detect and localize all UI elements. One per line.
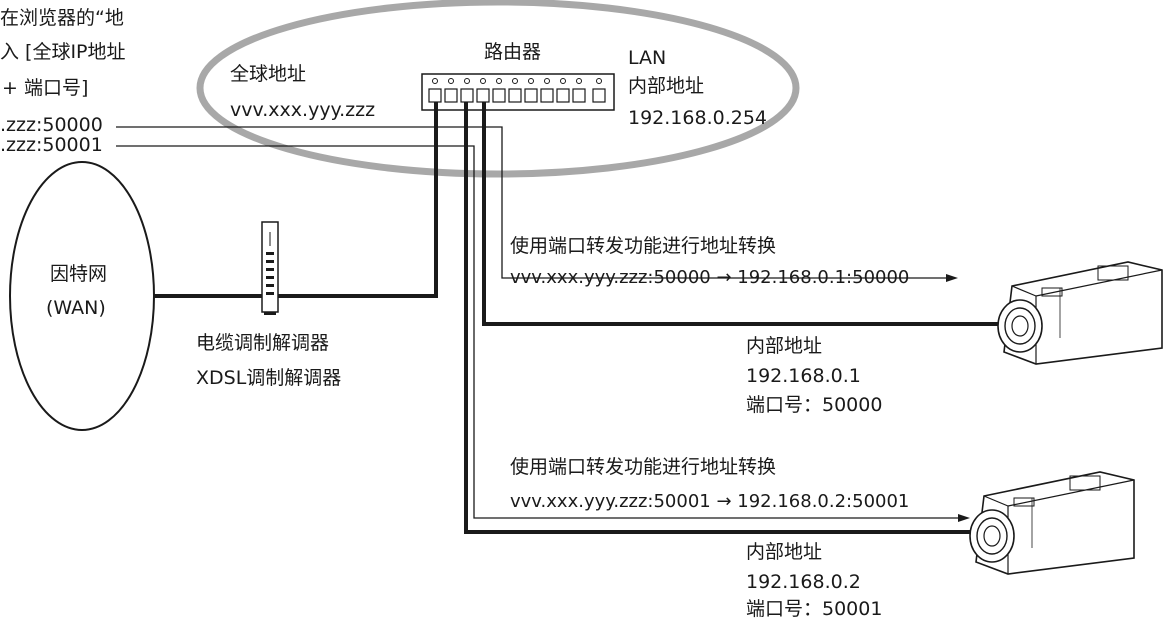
port-a-arrow: [946, 274, 958, 282]
camera2-ip: 192.168.0.2: [746, 570, 861, 594]
camera2-label: 内部地址: [746, 540, 822, 564]
camera1-port: 端口号：50000: [746, 393, 882, 417]
camera2-icon: [970, 472, 1134, 574]
camera1-label: 内部地址: [746, 334, 822, 358]
global-address-label: 全球地址: [230, 62, 306, 86]
intro-line-3: + 端口号]: [2, 76, 88, 100]
lan-internal-label: 内部地址: [628, 74, 704, 98]
lan-label: LAN: [628, 46, 666, 70]
router-title: 路由器: [484, 40, 541, 64]
camera2-port: 端口号：50001: [746, 597, 882, 621]
forward2-mapping: vvv.xxx.yyy.zzz:50001 → 192.168.0.2:5000…: [510, 490, 909, 514]
router-device: [422, 74, 614, 110]
internet-sublabel: (WAN): [46, 296, 106, 320]
camera1-icon: [998, 262, 1162, 364]
forward2-title: 使用端口转发功能进行地址转换: [510, 455, 776, 479]
modem-device: [262, 222, 278, 315]
lan-ip: 192.168.0.254: [628, 106, 767, 130]
forward1-title: 使用端口转发功能进行地址转换: [510, 234, 776, 258]
modem-label-1: 电缆调制解调器: [196, 331, 329, 355]
camera1-ip: 192.168.0.1: [746, 364, 861, 388]
router-ports: [429, 89, 605, 102]
internet-label: 因特网: [50, 262, 107, 286]
modem-label-2: XDSL调制解调器: [196, 366, 341, 390]
port-b-arrow: [958, 514, 970, 522]
forward1-mapping: vvv.xxx.yyy.zzz:50000 → 192.168.0.1:5000…: [510, 266, 909, 290]
port-b-label: .zzz:50001: [0, 133, 103, 157]
intro-line-2: 入 [全球IP地址: [0, 40, 126, 64]
wan-cable: [154, 102, 436, 296]
global-address-value: vvv.xxx.yyy.zzz: [230, 98, 375, 122]
intro-line-1: 在浏览器的“地: [0, 6, 124, 30]
